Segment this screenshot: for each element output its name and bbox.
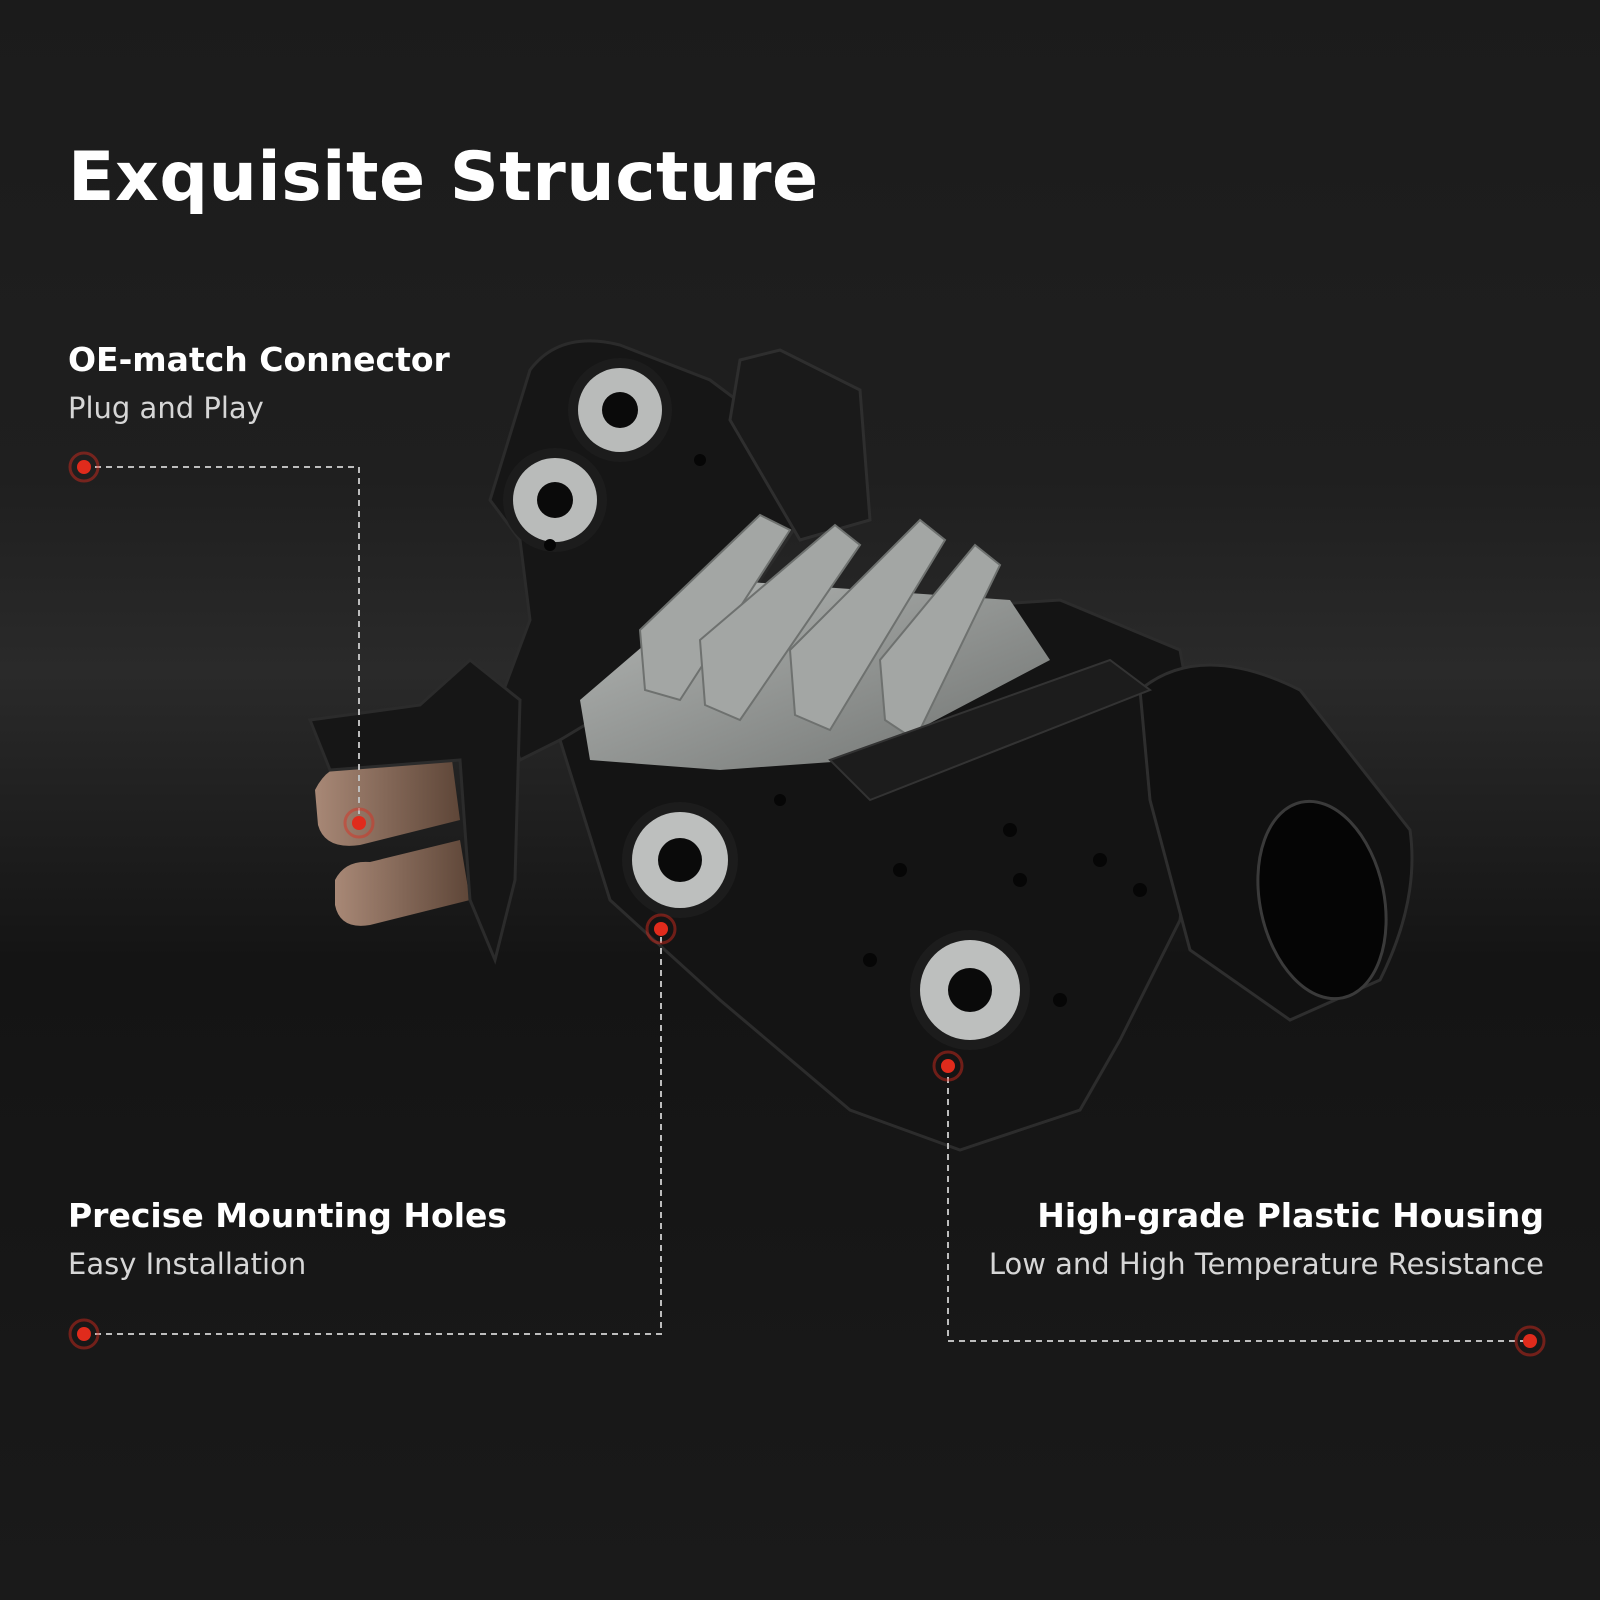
- marker-connector-point: [343, 807, 375, 839]
- callout-mounting-holes-subtitle: Easy Installation: [68, 1247, 307, 1281]
- callout-connector: OE-match Connector Plug and Play: [68, 340, 450, 425]
- marker-holes-point: [645, 913, 677, 945]
- callout-connector-subtitle: Plug and Play: [68, 391, 264, 425]
- leader-lines: [84, 466, 1530, 1342]
- marker-housing-end: [1514, 1325, 1546, 1357]
- heatsink-fins: [638, 513, 1002, 742]
- callout-housing-title: High-grade Plastic Housing: [1037, 1196, 1544, 1235]
- top-connector-block: [728, 348, 872, 542]
- page-title: Exquisite Structure: [68, 138, 819, 217]
- marker-connector-start: [68, 451, 100, 483]
- callout-connector-title: OE-match Connector: [68, 340, 450, 379]
- callout-mounting-holes-title: Precise Mounting Holes: [68, 1196, 508, 1235]
- callout-housing-subtitle: Low and High Temperature Resistance: [988, 1247, 1544, 1281]
- callout-mounting-holes: Precise Mounting Holes Easy Installation: [68, 1196, 507, 1281]
- leader-line-holes: [84, 929, 662, 1335]
- leader-line-housing: [947, 1066, 1530, 1342]
- leader-line-connector: [84, 466, 360, 823]
- round-connector-opening: [1256, 799, 1388, 1001]
- marker-holes-start: [68, 1318, 100, 1350]
- mounting-holes: [503, 358, 1030, 1050]
- voltage-regulator-image: [307, 339, 1414, 1152]
- carbon-brushes: [315, 745, 470, 926]
- marker-housing-point: [932, 1050, 964, 1082]
- callout-housing: High-grade Plastic Housing Low and High …: [989, 1196, 1544, 1281]
